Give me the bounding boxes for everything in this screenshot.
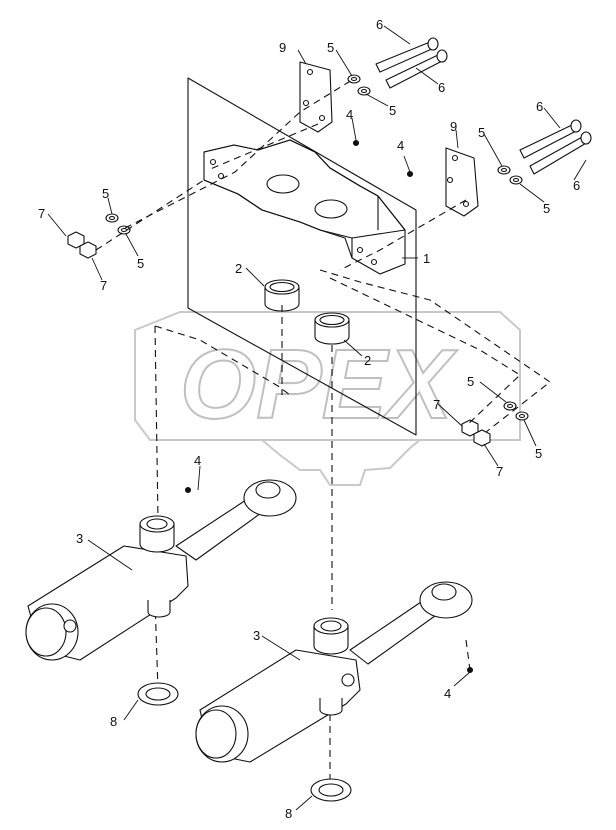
callout-5-left-a: 5 — [102, 186, 109, 201]
callout-4-cylinder-right: 4 — [444, 686, 451, 701]
bolt-upper-a — [375, 37, 439, 73]
trunnion-bracket-part — [203, 139, 406, 275]
cover-plate-right — [445, 147, 479, 217]
callout-6-right-b: 6 — [573, 178, 580, 193]
bolt-right-b — [529, 131, 592, 175]
bolt-upper-b — [385, 49, 448, 89]
callout-6-top-a: 6 — [376, 17, 383, 32]
callout-2-lower: 2 — [364, 353, 371, 368]
callout-8-right: 8 — [285, 806, 292, 821]
callout-5-lower-a: 5 — [467, 374, 474, 389]
callout-9-right: 9 — [450, 119, 457, 134]
callout-7-left-b: 7 — [100, 278, 107, 293]
callout-7-left-a: 7 — [38, 206, 45, 221]
callout-3-right: 3 — [253, 628, 260, 643]
callout-9-left: 9 — [279, 40, 286, 55]
nuts — [67, 231, 491, 447]
callout-5-top-a: 5 — [327, 40, 334, 55]
washers — [105, 74, 529, 421]
callout-6-top-b: 6 — [438, 80, 445, 95]
callout-labels: 1 2 2 3 3 4 4 4 4 5 5 5 5 5 5 5 5 6 6 6 … — [38, 17, 580, 821]
callout-4-bracket-right: 4 — [397, 138, 404, 153]
opex-watermark-logo: OPEX — [134, 311, 521, 486]
cylinder-upper-left — [25, 479, 297, 661]
callout-4-bracket-left: 4 — [346, 107, 353, 122]
seal-ring-left — [137, 682, 179, 706]
callout-leader-lines — [47, 25, 587, 811]
callout-7-lower-b: 7 — [496, 464, 503, 479]
callout-5-right-b: 5 — [543, 201, 550, 216]
seal-ring-right — [310, 778, 352, 802]
callout-5-top-b: 5 — [389, 103, 396, 118]
callout-5-right-a: 5 — [478, 125, 485, 140]
callout-8-left: 8 — [110, 714, 117, 729]
bolt-right-a — [519, 119, 582, 159]
callout-7-lower-a: 7 — [433, 397, 440, 412]
callout-6-right-a: 6 — [536, 99, 543, 114]
callout-4-cylinder-left: 4 — [194, 453, 201, 468]
cylinder-lower-right — [195, 581, 473, 763]
reference-plane — [187, 77, 417, 436]
callout-1: 1 — [423, 251, 430, 266]
cover-plate-left — [299, 61, 333, 133]
callout-5-lower-b: 5 — [535, 446, 542, 461]
callout-5-left-b: 5 — [137, 256, 144, 271]
callout-3-left: 3 — [76, 531, 83, 546]
watermark-text: OPEX — [180, 329, 458, 439]
bushing-lower — [314, 312, 350, 345]
grease-fittings — [184, 139, 474, 674]
callout-2-upper: 2 — [235, 261, 242, 276]
